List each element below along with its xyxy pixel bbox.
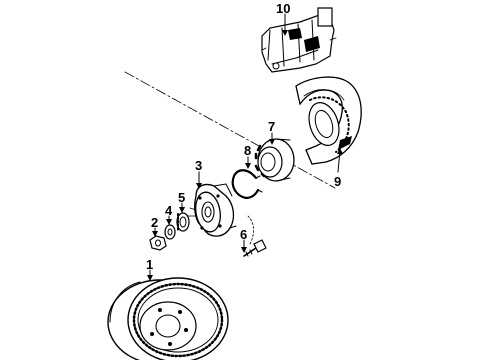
callout-4: 4	[165, 203, 173, 218]
callout-2: 2	[151, 215, 158, 230]
callout-10: 10	[276, 1, 290, 16]
hub-icon	[187, 183, 237, 237]
callout-5: 5	[178, 190, 185, 205]
center-axis-line	[124, 71, 336, 189]
hub-nut-icon	[149, 235, 167, 251]
wheel-bearing-icon	[254, 138, 295, 182]
callout-8: 8	[244, 143, 251, 158]
callout-6: 6	[240, 227, 247, 242]
brake-caliper-icon	[261, 7, 337, 73]
outer-bearing-icon	[176, 212, 190, 232]
splash-shield-icon	[295, 76, 362, 165]
callout-7: 7	[268, 119, 275, 134]
callout-labels: 10 9 7 8 3 5 4 2 6 1	[146, 1, 341, 272]
snap-ring-icon	[231, 169, 263, 200]
leader-lines	[147, 13, 343, 281]
callout-9: 9	[334, 174, 341, 189]
wheel-stud-icon	[243, 215, 267, 257]
washer-icon	[164, 224, 176, 240]
brake-rotor-icon	[107, 277, 229, 360]
callout-1: 1	[146, 257, 153, 272]
callout-3: 3	[195, 158, 202, 173]
